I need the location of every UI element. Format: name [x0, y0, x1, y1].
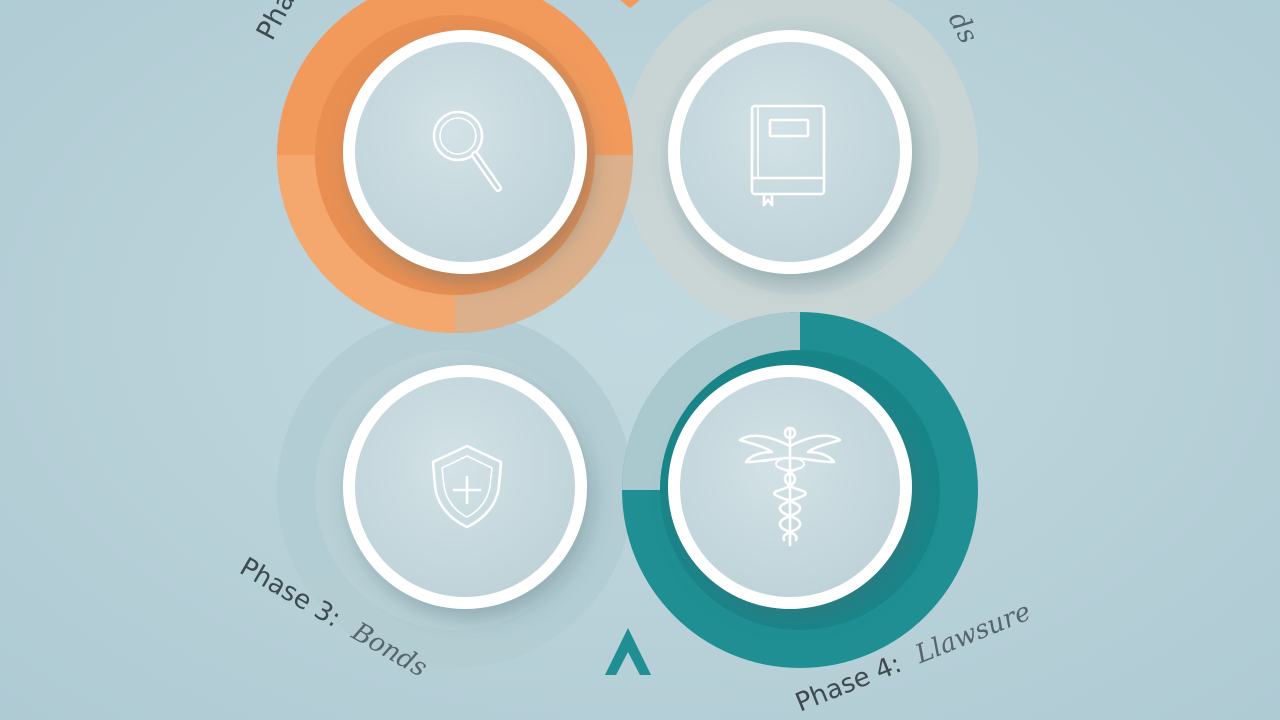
phase-2-label: ds: [942, 7, 984, 49]
book-icon: [750, 104, 826, 207]
phase-1-label: Phas: [251, 0, 308, 45]
node-3: [343, 365, 587, 609]
node-2: [668, 30, 912, 274]
caduceus-icon: [738, 426, 842, 547]
arrow-up-marker: [605, 628, 651, 675]
arrow-top-marker: [620, 0, 640, 8]
magnifier-icon: [432, 110, 502, 192]
shield-plus-icon: [431, 444, 503, 529]
